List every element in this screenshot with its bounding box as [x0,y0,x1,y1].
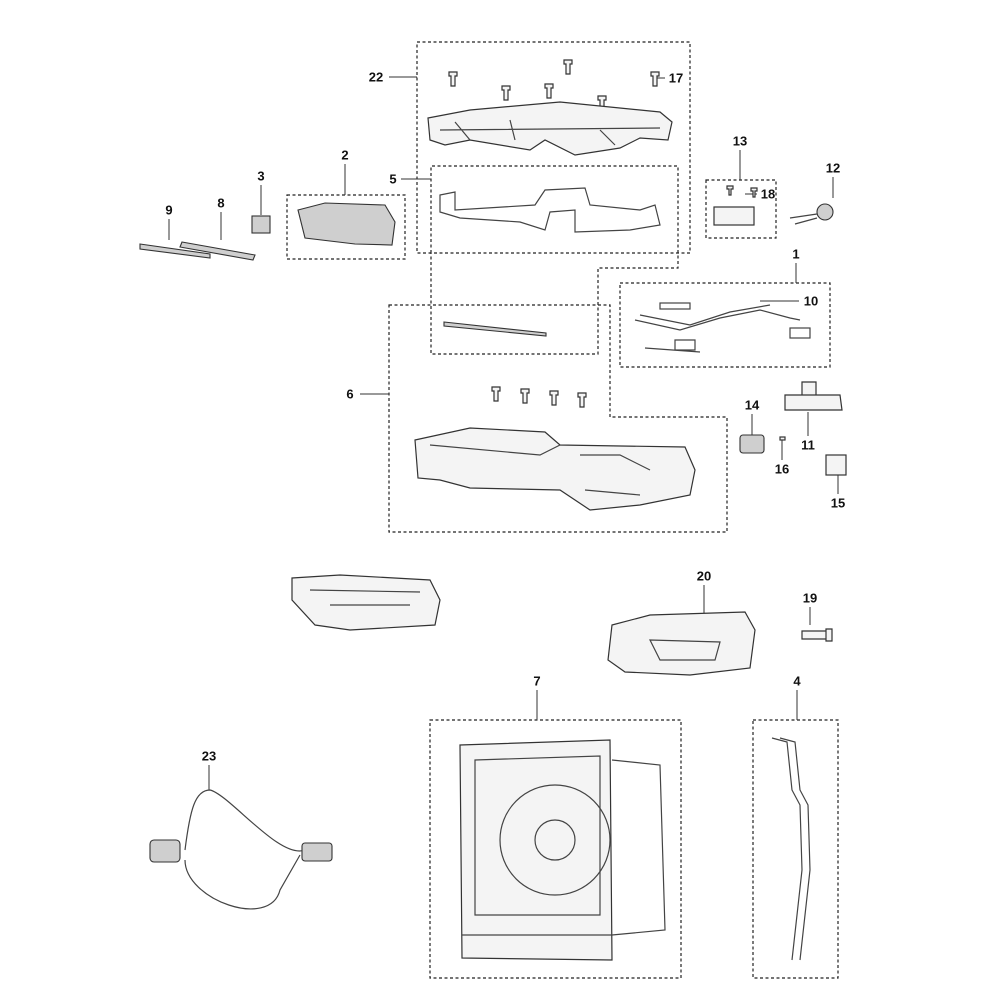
group-box-22 [416,41,691,254]
callout-16: 16 [774,461,790,477]
strip-part-8 [179,241,256,261]
panel-part-2 [297,202,396,246]
callout-1: 1 [792,246,800,262]
group-box-5 [430,165,679,355]
handle-part-20 [607,611,756,676]
button-part-15 [825,454,847,476]
callout-15: 15 [830,495,846,511]
connector-part-14 [739,434,765,454]
callout-12: 12 [825,160,841,176]
group-box-13 [705,179,777,239]
callout-23: 23 [201,748,217,764]
callout-6: 6 [346,386,354,402]
callout-17: 17 [668,70,684,86]
callout-13: 13 [732,133,748,149]
module-part-13 [713,206,755,226]
power-cord-part-23 [184,789,306,910]
hose-part-4 [779,737,811,961]
screw-part-19 [801,628,833,642]
group-box-1 [619,282,831,368]
strip-part-9 [139,243,211,259]
group-box-6 [388,304,728,533]
group-box-2 [286,194,406,260]
fan-assembly-part-7 [459,739,613,961]
leader-lines [168,76,839,790]
pressure-switch-part-11 [784,381,843,411]
callout-20: 20 [696,568,712,584]
callout-10: 10 [803,293,819,309]
callout-19: 19 [802,590,818,606]
callout-7: 7 [533,673,541,689]
frame-part [439,187,661,233]
callout-3: 3 [257,168,265,184]
callout-18: 18 [760,186,776,202]
callout-4: 4 [793,673,801,689]
callout-2: 2 [341,147,349,163]
callout-22: 22 [368,69,384,85]
callout-8: 8 [217,195,225,211]
callout-9: 9 [165,202,173,218]
front-panel-part [291,574,441,631]
screw-icons-6 [491,386,587,408]
group-box-7 [429,719,682,979]
callout-11: 11 [801,437,815,453]
group-box-4 [752,719,839,979]
callout-14: 14 [744,397,760,413]
switch-part-3 [251,215,271,234]
callout-5: 5 [389,171,397,187]
base-part-6 [414,427,696,511]
coil-part-12 [816,203,834,221]
wiring-harness-part-10 [634,302,811,353]
